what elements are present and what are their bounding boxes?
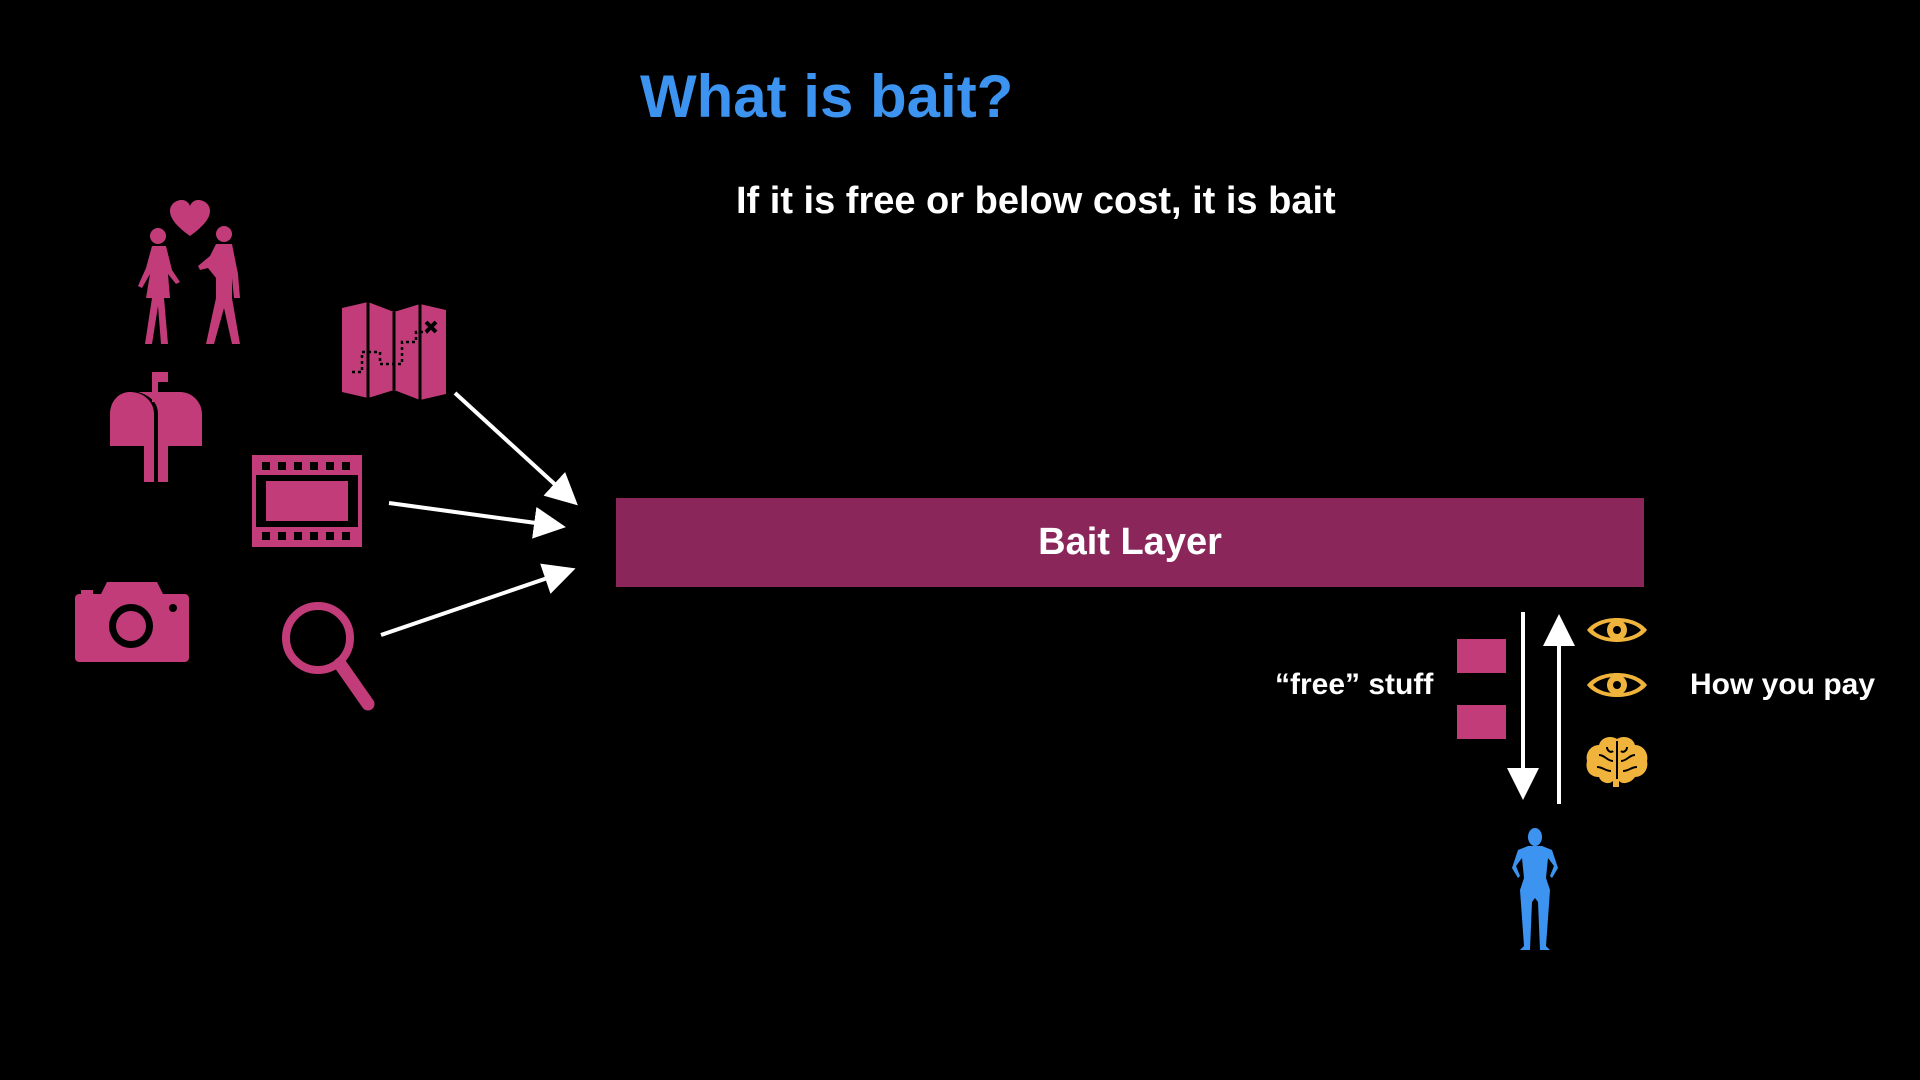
map-icon	[342, 302, 446, 400]
eye-icon	[1587, 618, 1647, 642]
bait-layer-label: Bait Layer	[1038, 521, 1222, 563]
mailbox-icon	[110, 372, 202, 482]
arrow-map-to-bait	[453, 391, 578, 506]
slide-subtitle: If it is free or below cost, it is bait	[736, 180, 1336, 222]
search-icon	[282, 602, 375, 711]
eye-icon	[1587, 673, 1647, 697]
film-icon	[252, 455, 362, 547]
arrow-film-to-bait	[388, 501, 566, 539]
arrow-search-to-bait	[380, 563, 576, 637]
brain-icon	[1586, 737, 1648, 787]
free-stuff-block	[1457, 639, 1506, 673]
free-stuff-label: “free” stuff	[1275, 668, 1434, 701]
how-you-pay-label: How you pay	[1690, 668, 1876, 701]
free-stuff-block	[1457, 705, 1506, 739]
dating-couple-icon	[138, 200, 240, 344]
bait-layer-bar: Bait Layer	[616, 498, 1644, 587]
slide-title: What is bait?	[640, 63, 1014, 130]
camera-icon	[75, 582, 189, 662]
person-icon	[1512, 828, 1558, 950]
